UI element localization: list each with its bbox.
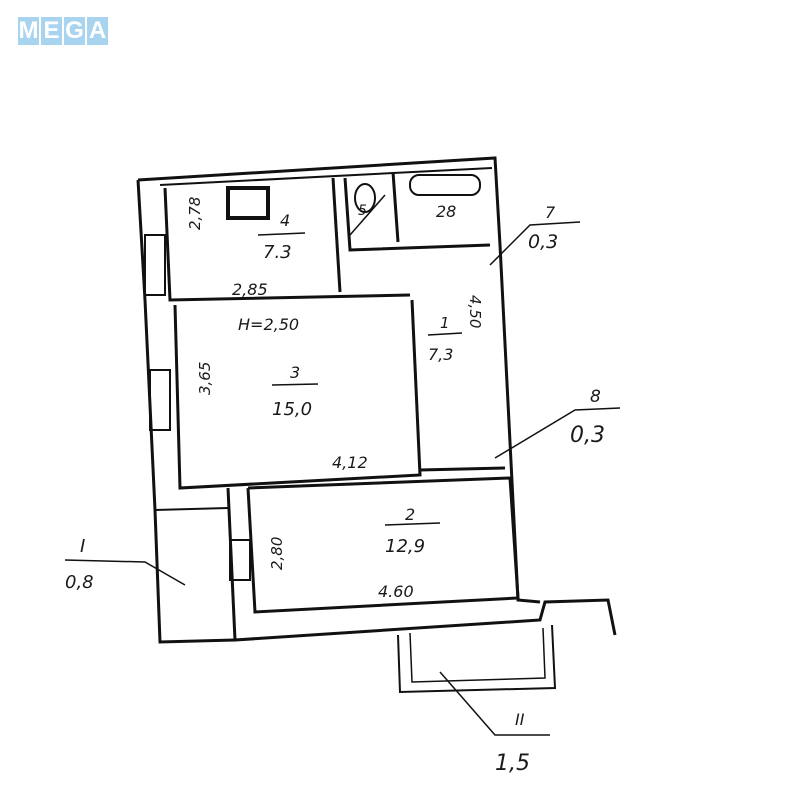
leader-line-8 xyxy=(494,407,621,459)
leader-line-7 xyxy=(489,221,581,266)
room-3-wall xyxy=(173,299,422,490)
ceiling-height: H=2,50 xyxy=(238,315,299,334)
corridor-bottom-wall xyxy=(419,466,506,472)
callout-7-area: 0,3 xyxy=(528,231,558,253)
toilet-icon xyxy=(354,183,376,213)
room-4-dim: 2,78 xyxy=(186,197,204,230)
inner-wall-top xyxy=(159,167,493,186)
room-4-dim: 2,85 xyxy=(232,280,268,299)
outer-wall-left xyxy=(136,179,236,644)
logo-letter: A xyxy=(87,17,108,45)
room-1-area: 7,3 xyxy=(428,345,453,364)
bath-area: 28 xyxy=(436,202,456,221)
room-4-number: 4 xyxy=(280,211,290,230)
room-2-dim: 2,80 xyxy=(268,537,286,570)
toilet-bath-wall xyxy=(391,171,400,243)
fraction-bar xyxy=(257,232,463,526)
room-2-number: 2 xyxy=(405,505,415,524)
room-2-outer-wall xyxy=(226,487,617,642)
room-5-number: 5 xyxy=(358,203,367,219)
callout-8-area: 0,3 xyxy=(570,423,605,448)
window xyxy=(149,369,171,431)
room-2-dim: 4.60 xyxy=(378,582,414,601)
room-3-dim: 3,65 xyxy=(196,362,214,395)
callout-I-area: 0,8 xyxy=(65,572,94,593)
stove-icon xyxy=(226,186,270,220)
callout-I-number: I xyxy=(80,536,85,557)
callout-II-area: 1,5 xyxy=(495,751,530,776)
room-2-wall xyxy=(246,476,520,614)
balcony-2-inner-wall xyxy=(409,627,546,683)
leader-line-1 xyxy=(64,559,186,586)
window xyxy=(144,234,166,296)
callout-7-number: 7 xyxy=(545,203,556,222)
room-3-number: 3 xyxy=(290,363,300,382)
plan-labels: 4 7.3 2,78 2,85 5 28 1 7,3 4,50 H=2,50 3… xyxy=(65,197,605,776)
kitchen-toilet-wall xyxy=(331,177,342,293)
room-1-dim: 4,50 xyxy=(466,295,484,328)
mega-logo: M E G A xyxy=(18,17,108,45)
leader-line-2 xyxy=(439,671,550,736)
walls xyxy=(64,156,621,736)
logo-letter: G xyxy=(64,17,85,45)
room-4-area: 7.3 xyxy=(263,242,292,263)
bathtub-icon xyxy=(409,174,481,196)
room-3-dim: 4,12 xyxy=(332,453,368,472)
hatching xyxy=(349,194,386,236)
room-1-number: 1 xyxy=(440,314,450,332)
logo-letter: E xyxy=(41,17,62,45)
room-2-area: 12,9 xyxy=(385,536,425,557)
window xyxy=(229,539,251,581)
callout-II-number: II xyxy=(515,710,525,729)
balcony-1-wall xyxy=(154,507,229,511)
callout-8-number: 8 xyxy=(590,387,601,407)
logo-letter: M xyxy=(18,17,39,45)
balcony-2-wall xyxy=(397,624,557,694)
kitchen-wall xyxy=(163,187,411,302)
toilet-wall xyxy=(343,177,491,252)
room-3-area: 15,0 xyxy=(272,399,312,420)
outer-wall-top-right xyxy=(137,156,541,604)
